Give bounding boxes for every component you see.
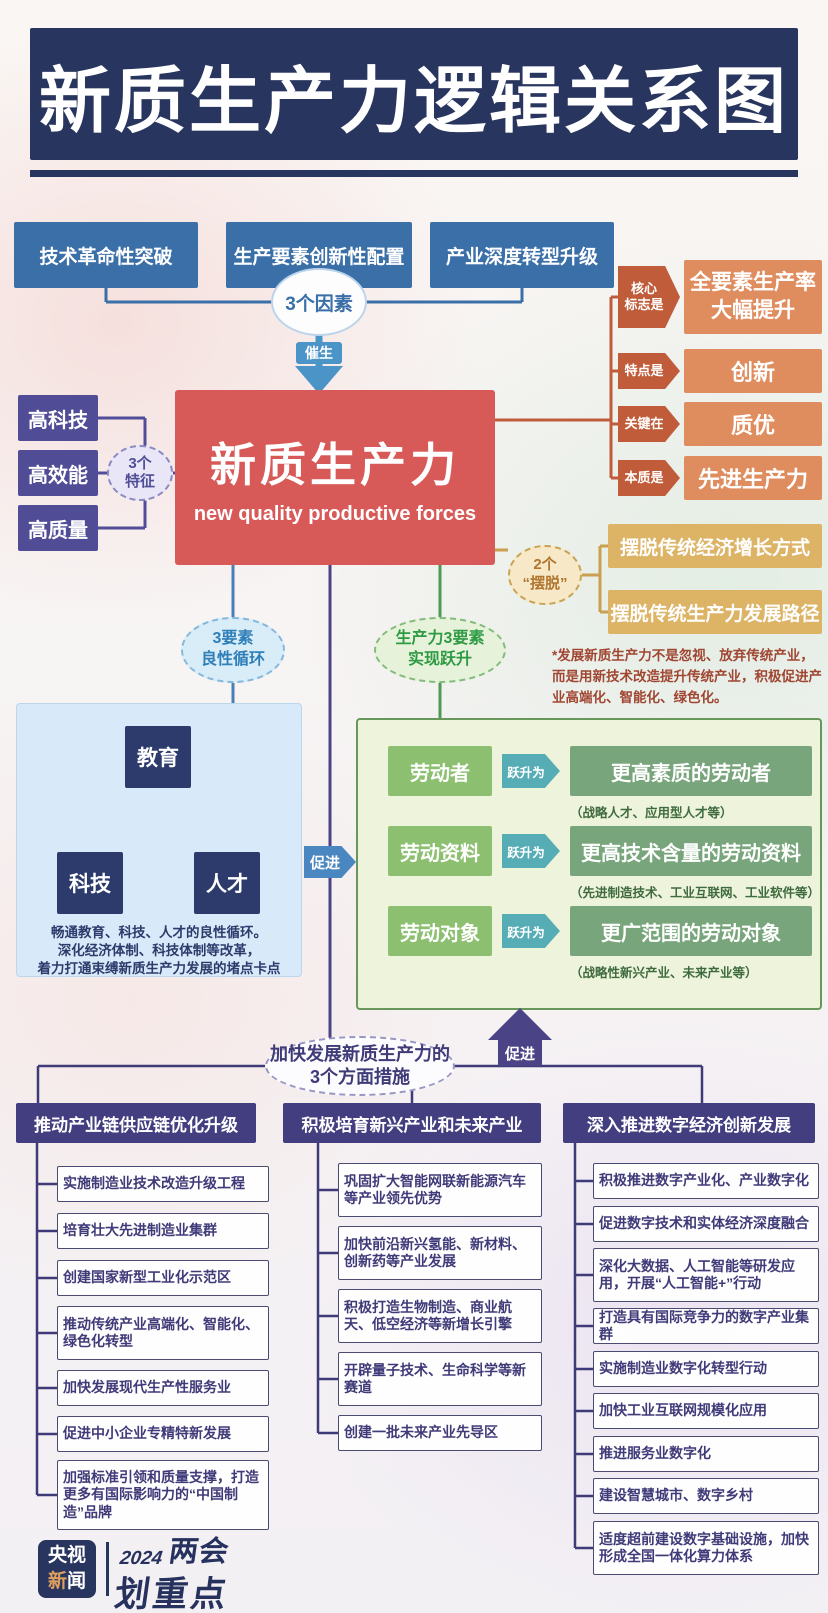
measure-item: 深化大数据、人工智能等研发应用，开展“人工智能+”行动 xyxy=(593,1248,819,1302)
measure-item: 实施制造业数字化转型行动 xyxy=(593,1351,819,1387)
measure-item: 推动传统产业高端化、智能化、绿色化转型 xyxy=(57,1306,269,1360)
attribute-value-box: 先进生产力 xyxy=(684,456,822,500)
cycle-caption: 畅通教育、科技、人才的良性循环。 深化经济体制、科技体制等改革， 着力打通束缚新… xyxy=(37,925,281,977)
attribute-arrow-label: 关键在 xyxy=(618,406,680,442)
measure-item: 打造具有国际竞争力的数字产业集群 xyxy=(593,1308,819,1344)
badge-2024-lianghui: 2024 两会 划重点 xyxy=(112,1528,239,1613)
core-title: 新质生产力 xyxy=(210,439,460,491)
badge-lianghui: 两会 xyxy=(166,1536,232,1568)
measure-item: 加快发展现代生产性服务业 xyxy=(57,1370,269,1406)
measure-item: 实施制造业技术改造升级工程 xyxy=(57,1166,269,1202)
two-breakaway-oval: 2个 “摆脱” xyxy=(508,545,582,605)
leap-to-box: 更广范围的劳动对象 xyxy=(570,906,812,956)
leap-caption: （战略性新兴产业、未来产业等） xyxy=(570,966,758,980)
measure-item: 加快工业互联网规模化应用 xyxy=(593,1393,819,1429)
attribute-value-box: 质优 xyxy=(684,402,822,446)
measures-oval: 加快发展新质生产力的 3个方面措施 xyxy=(265,1036,455,1096)
column-header: 推动产业链供应链优化升级 xyxy=(16,1103,256,1143)
measure-item: 建设智慧城市、数字乡村 xyxy=(593,1478,819,1514)
column-header: 积极培育新兴产业和未来产业 xyxy=(283,1103,541,1143)
measure-item: 促进中小企业专精特新发展 xyxy=(57,1416,269,1452)
attribute-arrow-label: 本质是 xyxy=(618,460,680,496)
page-title: 新质生产力逻辑关系图 xyxy=(30,28,798,160)
cctv-news-logo: 央视 新闻 xyxy=(38,1540,96,1598)
measure-item: 巩固扩大智能网联新能源汽车等产业领先优势 xyxy=(338,1163,542,1217)
leap-to-box: 更高技术含量的劳动资料 xyxy=(570,826,812,876)
measure-item: 加强标准引领和质量支撑，打造更多有国际影响力的“中国制造”品牌 xyxy=(57,1460,269,1530)
badge-huazhongdian: 划重点 xyxy=(112,1575,232,1613)
trait-box: 高效能 xyxy=(18,450,98,496)
measure-item: 积极打造生物制造、商业航天、低空经济等新增长引擎 xyxy=(338,1289,542,1343)
footer-divider xyxy=(106,1542,109,1596)
leap-from-box: 劳动资料 xyxy=(388,826,492,876)
leap-oval: 生产力3要素 实现跃升 xyxy=(374,617,506,683)
node-box-science: 科技 xyxy=(57,852,123,914)
trait-box: 高科技 xyxy=(18,395,98,441)
node-box-education: 教育 xyxy=(125,726,191,788)
node-box-talent: 人才 xyxy=(194,852,260,914)
cycle-oval: 3要素 良性循环 xyxy=(181,617,285,683)
measure-item: 积极推进数字产业化、产业数字化 xyxy=(593,1163,819,1199)
trait-box: 高质量 xyxy=(18,505,98,551)
attribute-value-box: 创新 xyxy=(684,349,822,393)
factor-box: 技术革命性突破 xyxy=(14,222,198,288)
core-box: 新质生产力 new quality productive forces xyxy=(175,390,495,565)
factor-box: 产业深度转型升级 xyxy=(430,222,614,288)
leap-to-box: 更高素质的劳动者 xyxy=(570,746,812,796)
three-traits-oval: 3个 特征 xyxy=(107,445,173,501)
attribute-value-box: 全要素生产率 大幅提升 xyxy=(684,260,822,334)
measure-item: 开辟量子技术、生命科学等新赛道 xyxy=(338,1352,542,1406)
measure-item: 适度超前建设数字基础设施，加快形成全国一体化算力体系 xyxy=(593,1521,819,1575)
catalyze-label: 催生 xyxy=(296,342,342,364)
leap-caption: （先进制造技术、工业互联网、工业软件等） xyxy=(570,886,821,900)
measure-item: 推进服务业数字化 xyxy=(593,1436,819,1472)
three-factors-oval: 3个因素 xyxy=(271,268,367,336)
core-subtitle: new quality productive forces xyxy=(193,503,477,525)
breakaway-box: 摆脱传统经济增长方式 xyxy=(608,524,822,568)
footnote: *发展新质生产力不是忽视、放弃传统产业，而是用新技术改造提升传统产业，积极促进产… xyxy=(552,648,822,705)
measure-item: 加快前沿新兴氢能、新材料、创新药等产业发展 xyxy=(338,1226,542,1280)
cctv-logo-line2: 新闻 xyxy=(47,1571,87,1592)
measure-item: 创建一批未来产业先导区 xyxy=(338,1415,542,1451)
measure-item: 促进数字技术和实体经济深度融合 xyxy=(593,1206,819,1242)
measure-item: 创建国家新型工业化示范区 xyxy=(57,1260,269,1296)
leap-from-box: 劳动者 xyxy=(388,746,492,796)
measure-item: 培育壮大先进制造业集群 xyxy=(57,1213,269,1249)
cctv-logo-line1: 央视 xyxy=(47,1545,86,1567)
promote-up-arrow-label: 促进 xyxy=(498,1040,542,1066)
leap-from-box: 劳动对象 xyxy=(388,906,492,956)
leap-caption: （战略人才、应用型人才等） xyxy=(570,806,733,820)
attribute-arrow-label: 核心 标志是 xyxy=(618,266,680,328)
breakaway-box: 摆脱传统生产力发展路径 xyxy=(608,590,822,634)
column-header: 深入推进数字经济创新发展 xyxy=(563,1103,815,1143)
title-underline xyxy=(30,170,798,177)
attribute-arrow-label: 特点是 xyxy=(618,353,680,389)
